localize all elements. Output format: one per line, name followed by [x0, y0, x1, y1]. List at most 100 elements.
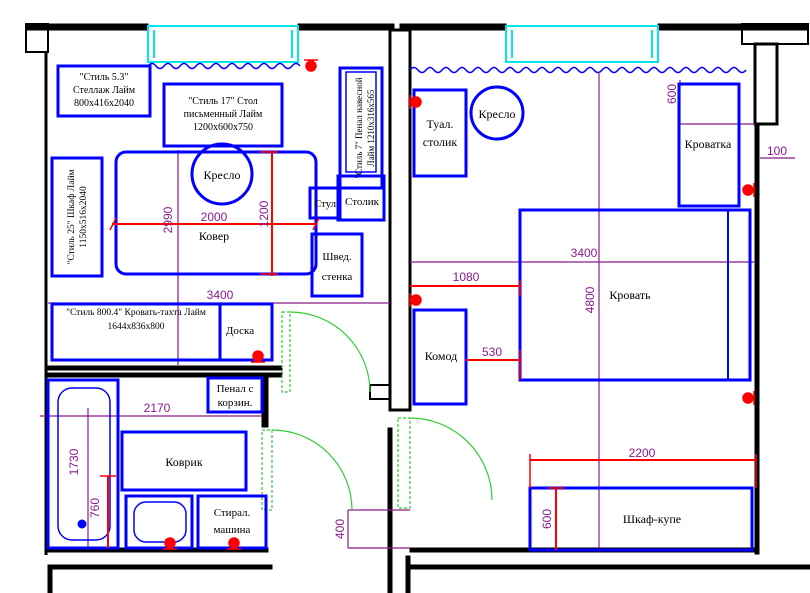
wall-partition [388, 28, 412, 412]
wardrobe-label-1: "Стиль 25" Шкаф Лайм [66, 169, 77, 264]
pencil-case-lime [338, 66, 384, 190]
sink [124, 494, 194, 550]
door-bath-arc [271, 429, 353, 511]
desk-label-1: "Стиль 17" Стол [188, 96, 258, 107]
bath-rug [120, 430, 248, 492]
stool [308, 186, 342, 220]
dim-760: 760 [88, 498, 102, 518]
dressing-table-label-2: столик [423, 135, 458, 149]
dim-3400-right: 3400 [571, 246, 598, 260]
wardrobe-sliding [528, 486, 754, 552]
wall-top-right-a [399, 23, 507, 31]
radiator-left [147, 62, 301, 70]
dressing-table [412, 88, 468, 178]
socket-icon [742, 183, 755, 197]
walls [25, 23, 810, 593]
swedish-wall-label-1: Швед. [322, 251, 352, 263]
washer-label-2: машина [214, 524, 251, 536]
shelf-label-3: 800x416x2040 [74, 98, 134, 109]
dimension-lines [100, 151, 757, 550]
dim-tick-2000a [109, 217, 117, 231]
door-room-left-leaf [281, 311, 291, 393]
dim-530: 530 [482, 345, 502, 359]
pencil-case-label-1: "Стиль 7" Пенал навесной [354, 77, 364, 178]
sink-bowl [133, 501, 187, 543]
armchair-left-label: Кресло [204, 168, 241, 182]
desk-label-2: письменный Лайм [184, 109, 263, 120]
wall-lower-left [47, 564, 273, 570]
carpet [114, 150, 318, 276]
cabinet-label-2: корзин. [218, 397, 253, 409]
dim-400: 400 [333, 519, 347, 539]
shelf-label-1: "Стиль 5.3" [80, 72, 129, 83]
small-table [336, 174, 386, 222]
socket-icon [251, 350, 265, 363]
rug-label: Коврик [165, 455, 202, 469]
socket-icon [163, 537, 177, 550]
pencil-case-label-2: Лайм 1210x316x565 [366, 89, 376, 166]
small-table-label: Столик [345, 196, 380, 208]
bathtub-drain [77, 519, 87, 529]
wall-door-jamb [369, 384, 391, 400]
dim-600-bottom: 600 [540, 509, 554, 529]
bed-table-label-2: 1644x836x800 [108, 322, 165, 332]
bathtub [46, 378, 120, 550]
swedish-wall-label-2: стенка [322, 271, 353, 283]
wall-bath-top [45, 365, 283, 371]
window-left [147, 25, 299, 63]
dim-2200: 2200 [629, 446, 656, 460]
wall-lower-left-v [47, 564, 53, 593]
wall-corner-tl [25, 23, 49, 53]
armchair-left [190, 142, 254, 206]
swedish-wall [310, 232, 364, 298]
cabinet-label-1: Пенал с [217, 383, 254, 395]
dressing-table-label-1: Туал. [427, 117, 454, 131]
sockets [163, 59, 755, 550]
dim-600-top: 600 [665, 84, 679, 104]
dim-2170: 2170 [144, 401, 171, 415]
right-room-furniture [412, 82, 754, 552]
dresser-label: Комод [425, 349, 458, 363]
radiators [147, 62, 747, 74]
left-room-labels: "Стиль 5.3" Стеллаж Лайм 800x416x2040 "С… [66, 72, 380, 337]
socket-icon [227, 537, 241, 550]
dim-tick-2000b [312, 217, 320, 231]
wall-right-upper [753, 42, 779, 126]
windows [147, 25, 659, 63]
door-room-right-arc [409, 417, 493, 501]
dim-1080: 1080 [453, 270, 480, 284]
wall-lower-mid [405, 555, 411, 593]
wall-right [754, 123, 760, 555]
armchair-right [469, 85, 525, 141]
door-room-left-arc [289, 311, 371, 393]
dim-1730: 1730 [67, 448, 81, 475]
right-room-dimensions: 600 100 3400 1080 4800 530 2200 600 400 [333, 84, 787, 539]
bathroom-furniture [46, 376, 268, 550]
door-room-right-leaf [397, 417, 411, 509]
dim-2990: 2990 [161, 206, 175, 233]
socket-icon [304, 59, 318, 72]
socket-icon [409, 95, 422, 109]
doors [261, 311, 493, 511]
carpet-label: Ковер [199, 229, 229, 243]
crib [677, 82, 741, 208]
dim-1200: 1200 [257, 200, 271, 227]
window-right [505, 25, 659, 63]
socket-icon [409, 293, 422, 307]
socket-icon [742, 391, 755, 405]
wardrobe-lime [50, 156, 104, 278]
dim-2000: 2000 [201, 210, 228, 224]
wardrobe-sliding-label: Шкаф-купе [623, 512, 681, 526]
desk-label-3: 1200x600x750 [193, 122, 253, 133]
wall-lower-right [409, 564, 810, 570]
stool-label: Стул [314, 198, 337, 210]
bathtub-inner [57, 387, 111, 541]
armchair-right-label: Кресло [479, 107, 516, 121]
bed-table-lime [50, 302, 274, 362]
washer-label-1: Стирал. [214, 507, 251, 519]
dim-100: 100 [767, 144, 787, 158]
wardrobe-label-2: 1150x516x2040 [79, 186, 89, 248]
bed-table-label-1: "Стиль 800.4" Кровать-тахта Лайм [66, 307, 206, 318]
